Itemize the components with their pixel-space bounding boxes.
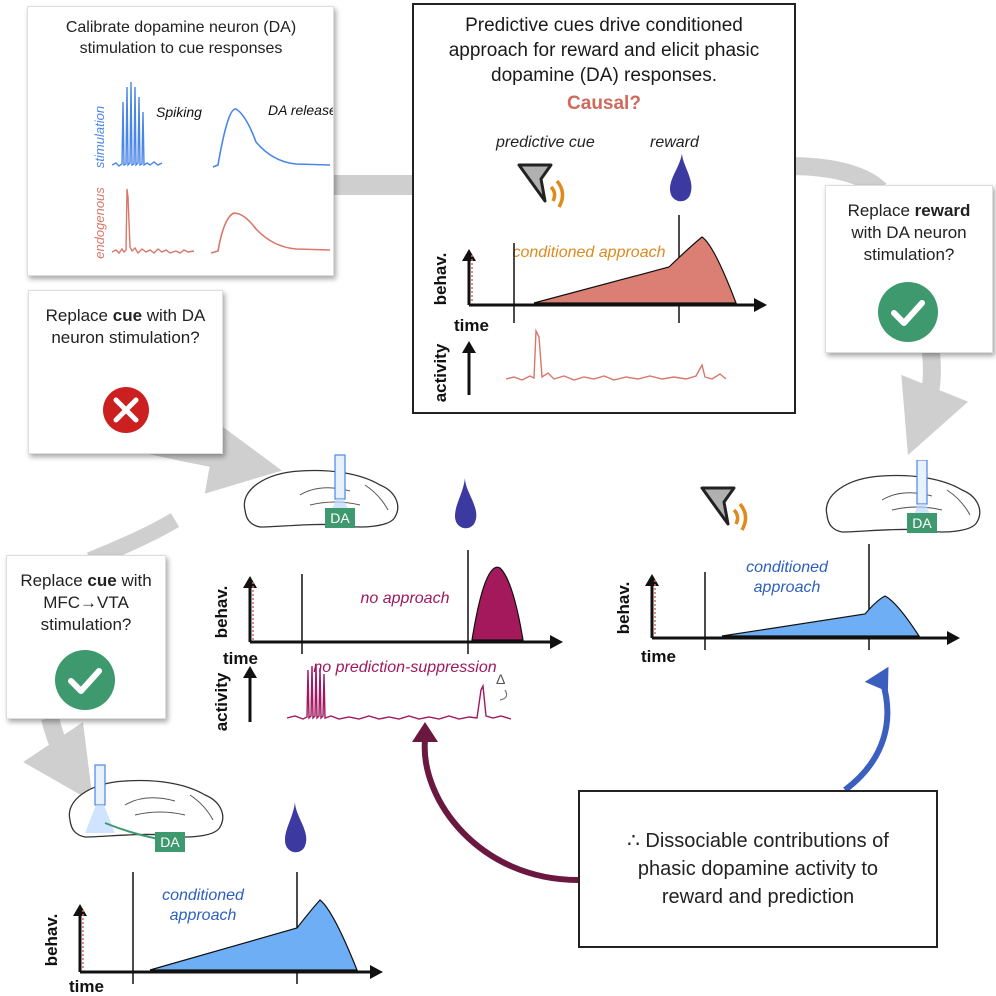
q1-post: with DA neuron stimulation? [51, 306, 206, 347]
water-drop-icon [285, 802, 307, 853]
cross-icon [103, 387, 149, 433]
speaker-icon [700, 486, 748, 531]
arrow-mfc-question-to-bottom-panel [23, 715, 93, 802]
behav-axis-label: behav. [614, 582, 633, 635]
calibrate-title: Calibrate dopamine neuron (DA) stimulati… [65, 19, 297, 57]
main-plots: predictive cue reward conditioned approa… [431, 134, 767, 402]
approach-curve [533, 236, 737, 304]
cue-label: predictive cue [495, 134, 595, 151]
approach-label: conditioned approach [512, 244, 665, 261]
behav-curve [471, 566, 524, 641]
q3-post: with MFC→VTA stimulation? [40, 571, 152, 634]
right-panel: DA conditioned approach behav. time [614, 460, 981, 666]
bottom-panel: DA conditioned approach behav. time [42, 764, 383, 996]
activity-axis-label: activity [215, 672, 231, 731]
arrow-conclusion-to-middle-panel [421, 739, 579, 883]
reward-label: reward [650, 134, 700, 151]
q2-bold: reward [914, 201, 971, 220]
approach-label: approach [754, 579, 821, 596]
question-cue-mfc: Replace cue with MFC→VTA stimulation? [6, 555, 166, 719]
q1-pre: Replace [45, 306, 113, 325]
time-axis-label: time [223, 649, 258, 668]
time-axis-label: time [641, 647, 676, 666]
check-icon [878, 282, 938, 342]
endo-release-trace [210, 212, 331, 254]
delta-symbol: Δ [496, 671, 505, 687]
q2-pre: Replace [847, 201, 915, 220]
question-cue-da: Replace cue with DA neuron stimulation? [28, 290, 223, 454]
conclusion-text: ∴ Dissociable contributions of phasic do… [627, 830, 889, 908]
activity-trace [505, 328, 727, 381]
activity-trace [286, 663, 512, 720]
stim-release-trace [212, 108, 331, 168]
calibrate-traces: stimulation endogenous Spiking DA releas… [92, 81, 333, 259]
approach-label: approach [170, 907, 237, 924]
activity-axis-label: activity [431, 343, 450, 402]
endo-spiking-trace [111, 188, 195, 255]
arrow-to-mfc-question [87, 513, 180, 568]
q2-post: with DA neuron stimulation? [851, 223, 967, 264]
main-summary-box: Predictive cues drive conditioned approa… [412, 3, 796, 414]
no-approach-label: no approach [361, 590, 450, 607]
water-drop-icon [455, 478, 477, 529]
approach-curve [149, 899, 358, 971]
col-label-spiking: Spiking [156, 104, 202, 120]
water-drop-icon [670, 153, 692, 202]
behav-axis-label: behav. [215, 586, 231, 639]
col-label-da-release: DA release [268, 102, 333, 118]
causal-question: Causal? [567, 93, 641, 114]
da-label: DA [912, 515, 932, 531]
da-label: DA [330, 510, 350, 526]
stim-spiking-trace [111, 81, 163, 167]
time-axis-label: time [454, 316, 489, 335]
check-icon [55, 650, 115, 710]
row-label-stimulation: stimulation [92, 106, 107, 168]
q3-pre: Replace [20, 571, 88, 590]
da-label: DA [160, 834, 180, 850]
calibrate-panel: Calibrate dopamine neuron (DA) stimulati… [27, 6, 334, 276]
approach-curve [721, 595, 921, 637]
conclusion-box: ∴ Dissociable contributions of phasic do… [578, 790, 938, 948]
q1-bold: cue [112, 306, 143, 325]
brain-icon [243, 454, 399, 528]
conditioned-label: conditioned [746, 559, 829, 576]
no-prediction-label-line1: no prediction-suppression [313, 659, 496, 676]
main-title: Predictive cues drive conditioned approa… [448, 15, 760, 86]
middle-panel: DA behav. time no approach activity no p… [215, 454, 563, 731]
arrow-question-to-right-panel [901, 343, 969, 456]
brain-icon [68, 764, 224, 844]
row-label-endogenous: endogenous [92, 187, 107, 259]
arrow-conclusion-to-right-panel [843, 679, 891, 793]
behav-axis-label: behav. [431, 253, 450, 306]
speaker-icon [517, 163, 565, 208]
q3-bold: cue [87, 571, 117, 590]
behav-axis-label: behav. [42, 914, 61, 967]
question-reward-da: Replace reward with DA neuron stimulatio… [825, 185, 993, 353]
delta-arrow [499, 689, 508, 701]
brain-icon [825, 460, 981, 533]
time-axis-label: time [69, 977, 104, 996]
conditioned-label: conditioned [162, 887, 245, 904]
